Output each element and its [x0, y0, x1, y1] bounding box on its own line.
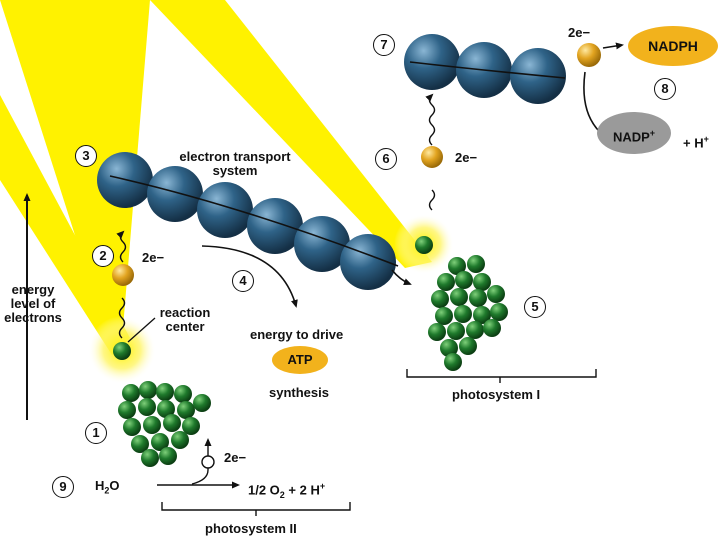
electron-path — [109, 175, 399, 267]
photosystem-ii-label: photosystem II — [205, 521, 297, 536]
electron-transport-chain-1 — [97, 152, 399, 290]
step-5-marker: 5 — [524, 296, 546, 318]
step-4-marker: 4 — [232, 270, 254, 292]
excitation-arrow-ps1 — [428, 189, 436, 211]
nadp-badge: NADP+ — [597, 112, 671, 154]
atp-badge: ATP — [272, 346, 328, 374]
photosystem-i-label: photosystem I — [452, 387, 541, 402]
electron-transport-chain-2 — [404, 34, 566, 104]
electron-pair-label: 2e− — [568, 25, 591, 40]
excitation-arrow-ps2-upper — [116, 230, 127, 263]
reaction-center-ps2 — [113, 342, 131, 360]
transport-sphere — [294, 216, 350, 272]
transport-sphere — [340, 234, 396, 290]
reaction-center-label: reaction center — [159, 305, 211, 334]
nadp-to-carrier-arrow — [583, 71, 599, 131]
electron-pair-label: 2e− — [224, 450, 247, 465]
energy-release-arrow — [201, 245, 298, 308]
transport-sphere — [247, 198, 303, 254]
carrier-to-nadph-arrow — [602, 42, 624, 50]
electron-carrier — [421, 146, 443, 168]
synthesis-label: synthesis — [269, 385, 329, 400]
energy-to-drive-label: energy to drive — [250, 327, 344, 342]
electron-path — [409, 61, 566, 79]
step-6-marker: 6 — [375, 148, 397, 170]
nadph-badge: NADPH — [628, 26, 718, 66]
electron-release-arrow — [191, 438, 212, 485]
oxygen-product-label: 1/2 O2 + 2 H+ — [248, 481, 326, 500]
reaction-center-ps1 — [415, 236, 433, 254]
step-9-marker: 9 — [52, 476, 74, 498]
excitation-arrow-ps2 — [118, 297, 126, 339]
electron-carrier — [577, 43, 601, 67]
hydrogen-ion-label: + H+ — [683, 134, 709, 151]
transport-sphere — [147, 166, 203, 222]
excitation-arrow-ps1-upper — [425, 93, 436, 146]
step-7-marker: 7 — [373, 34, 395, 56]
photosystem-ii-bracket — [161, 502, 351, 516]
step-2-marker: 2 — [92, 245, 114, 267]
energy-level-label: energy level of electrons — [4, 282, 62, 325]
step-8-marker: 8 — [654, 78, 676, 100]
electron-transport-label: electron transport system — [179, 149, 291, 178]
electron-carrier — [112, 264, 134, 286]
step-3-marker: 3 — [75, 145, 97, 167]
electron-pair-label: 2e− — [455, 150, 478, 165]
transport-sphere — [197, 182, 253, 238]
water-label: H2O — [95, 478, 120, 496]
step-1-marker: 1 — [85, 422, 107, 444]
photosystem-i-cluster — [428, 255, 508, 371]
released-electron — [201, 455, 215, 469]
sunlight-ray-upper — [150, 0, 432, 268]
transport-sphere — [404, 34, 460, 90]
photosystem-i-bracket — [406, 369, 597, 383]
electron-pair-label: 2e− — [142, 250, 165, 265]
reaction-center-pointer — [127, 317, 156, 343]
transport-to-ps1-arrow — [391, 269, 412, 286]
photosystem-ii-cluster — [118, 381, 211, 467]
